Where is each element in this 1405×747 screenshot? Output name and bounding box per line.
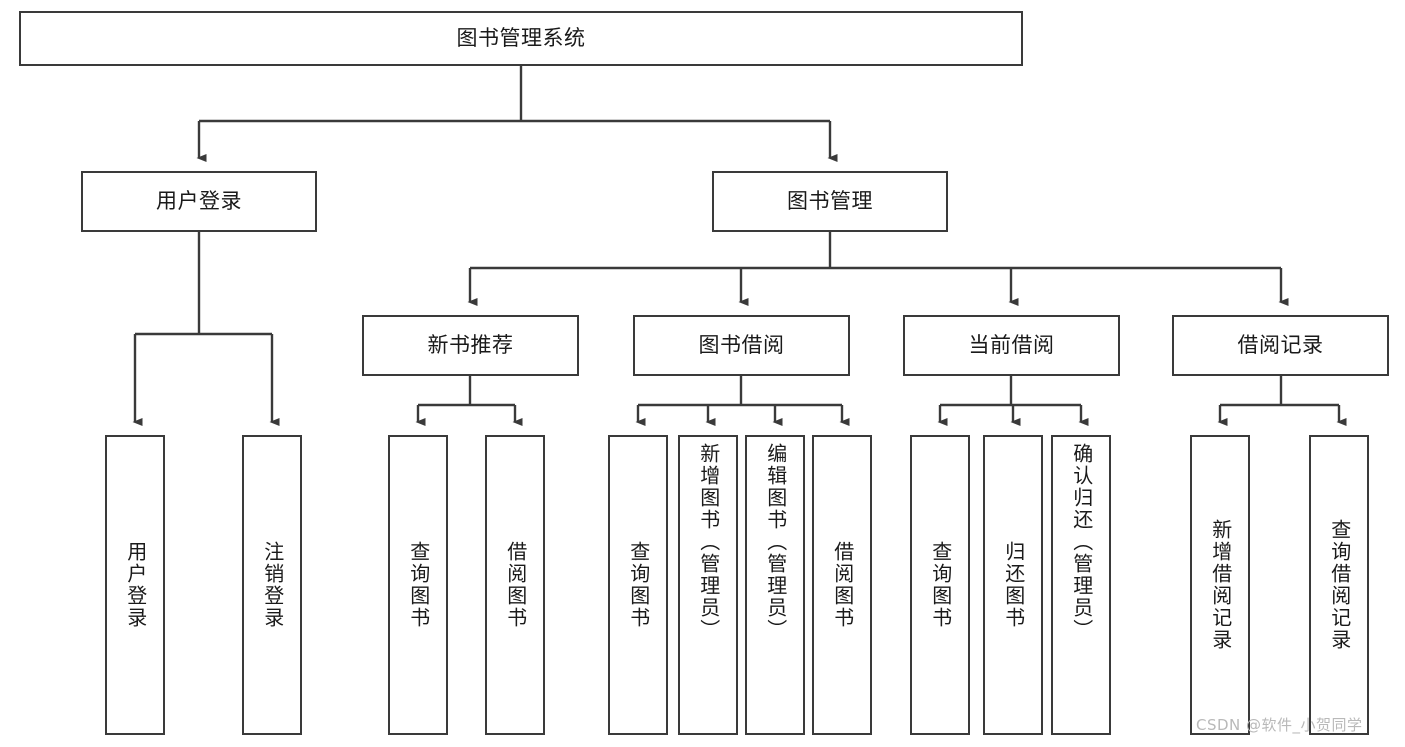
connector-book-borrow-to-leaves <box>635 376 850 426</box>
connector-new-book-rec-to-leaves <box>415 376 523 426</box>
node-leaf-cur-query-book[interactable]: 查询图书 <box>910 435 970 735</box>
csdn-watermark: CSDN @软件_小贺同学 <box>1196 716 1363 734</box>
node-label-leaf-rec-query-book: 查询图书 <box>406 541 431 629</box>
connector-current-borrow-to-leaves <box>937 376 1089 426</box>
node-label-book-borrow: 图书借阅 <box>698 332 785 357</box>
node-leaf-confirm-return-admin[interactable]: 确认归还（管理员） <box>1051 435 1111 735</box>
node-leaf-add-book-admin[interactable]: 新增图书（管理员） <box>678 435 738 735</box>
connector-book-manage-to-level3 <box>467 232 1289 306</box>
node-borrow-record[interactable]: 借阅记录 <box>1172 315 1389 376</box>
node-new-book-recommendation[interactable]: 新书推荐 <box>362 315 579 376</box>
node-label-leaf-user-login: 用户登录 <box>123 541 148 629</box>
node-label-leaf-query-borrow-record: 查询借阅记录 <box>1327 519 1352 651</box>
node-label-leaf-confirm-return-admin: 确认归还（管理员） <box>1069 443 1094 641</box>
node-leaf-user-logout[interactable]: 注销登录 <box>242 435 302 735</box>
node-leaf-borrow-book[interactable]: 借阅图书 <box>812 435 872 735</box>
node-label-root-system: 图书管理系统 <box>456 25 586 50</box>
node-label-leaf-cur-query-book: 查询图书 <box>928 541 953 629</box>
node-leaf-query-borrow-record[interactable]: 查询借阅记录 <box>1309 435 1369 735</box>
node-root-system[interactable]: 图书管理系统 <box>19 11 1023 66</box>
node-leaf-borrow-query-book[interactable]: 查询图书 <box>608 435 668 735</box>
connector-user-login-to-leaves <box>132 232 280 426</box>
node-current-borrow[interactable]: 当前借阅 <box>903 315 1120 376</box>
connector-root-to-level2 <box>196 66 838 162</box>
node-leaf-edit-book-admin[interactable]: 编辑图书（管理员） <box>745 435 805 735</box>
node-label-book-manage: 图书管理 <box>787 188 873 213</box>
node-leaf-rec-query-book[interactable]: 查询图书 <box>388 435 448 735</box>
node-book-manage[interactable]: 图书管理 <box>712 171 948 232</box>
node-label-leaf-add-book-admin: 新增图书（管理员） <box>696 443 721 641</box>
node-label-user-login: 用户登录 <box>156 188 242 213</box>
node-book-borrow[interactable]: 图书借阅 <box>633 315 850 376</box>
node-label-leaf-rec-borrow-book: 借阅图书 <box>503 541 528 629</box>
node-leaf-return-book[interactable]: 归还图书 <box>983 435 1043 735</box>
node-label-leaf-borrow-query-book: 查询图书 <box>626 541 651 629</box>
node-leaf-user-login[interactable]: 用户登录 <box>105 435 165 735</box>
node-label-leaf-edit-book-admin: 编辑图书（管理员） <box>763 443 788 641</box>
node-leaf-add-borrow-record[interactable]: 新增借阅记录 <box>1190 435 1250 735</box>
node-label-current-borrow: 当前借阅 <box>968 332 1055 357</box>
node-leaf-rec-borrow-book[interactable]: 借阅图书 <box>485 435 545 735</box>
node-label-leaf-return-book: 归还图书 <box>1001 541 1026 629</box>
node-label-leaf-add-borrow-record: 新增借阅记录 <box>1208 519 1233 651</box>
node-label-leaf-borrow-book: 借阅图书 <box>830 541 855 629</box>
node-label-leaf-user-logout: 注销登录 <box>260 541 285 629</box>
node-label-borrow-record: 借阅记录 <box>1237 332 1324 357</box>
node-user-login[interactable]: 用户登录 <box>81 171 317 232</box>
node-label-new-book-recommendation: 新书推荐 <box>427 332 514 357</box>
connector-borrow-record-to-leaves <box>1217 376 1347 426</box>
